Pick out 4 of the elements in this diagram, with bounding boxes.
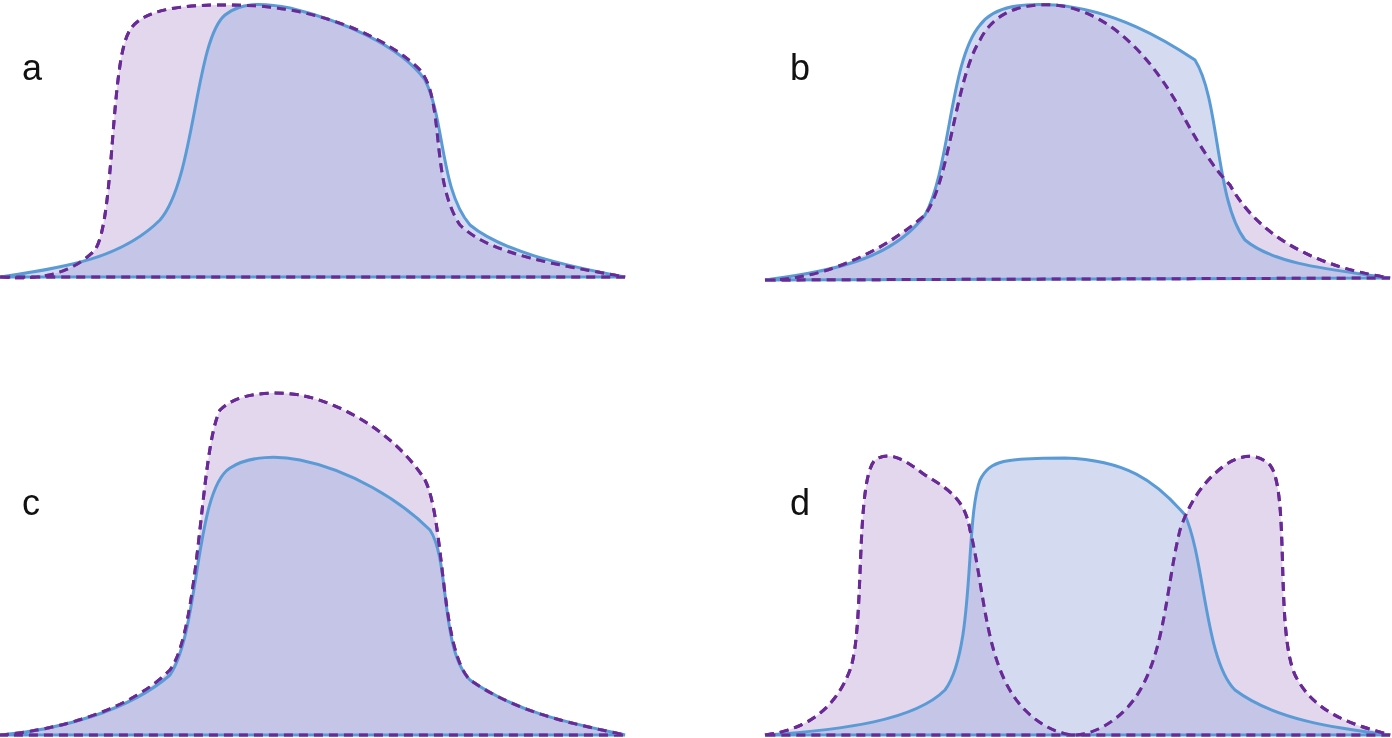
panel-label: d [790, 485, 811, 521]
panel-label: a [22, 50, 43, 86]
panel-label: c [22, 485, 40, 521]
panel-label: b [790, 50, 811, 86]
